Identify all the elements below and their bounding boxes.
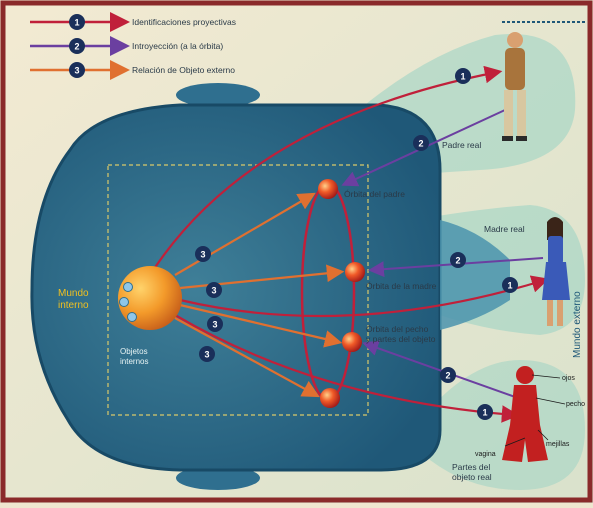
body-part-breast: pecho (566, 401, 585, 408)
body-part-cheeks: mejillas (546, 441, 570, 448)
father-label: Padre real (442, 140, 481, 150)
inner-world-sphere (118, 266, 182, 330)
head-ear-top (176, 83, 260, 107)
legend-label-projective: Identificaciones proyectivas (132, 17, 236, 27)
internal-objects-label-2: internos (120, 357, 148, 366)
internal-object-dot (120, 298, 129, 307)
legend-badge-2-text: 2 (74, 42, 79, 52)
badge-1-father-text: 1 (460, 72, 465, 82)
body-part-eyes: ojos (562, 375, 575, 382)
legend-label-relation: Relación de Objeto externo (132, 65, 235, 75)
orbit-father-label: Órbita del padre (344, 189, 405, 199)
orbit-parts-label: Órbita del pecho (366, 324, 429, 334)
internal-object-dot (124, 283, 133, 292)
badge-3-a-text: 3 (200, 250, 205, 260)
legend-label-introjection: Introyección (a la órbita) (132, 41, 223, 51)
badge-3-b-text: 3 (211, 286, 216, 296)
orbit-sphere-father (318, 179, 338, 199)
legend-badge-1-text: 1 (74, 18, 79, 28)
inner-world-label-2: interno (58, 300, 89, 311)
inner-world-label: Mundo (58, 288, 89, 299)
body-part-vagina: vagina (475, 451, 496, 458)
parts-label: Partes del (452, 462, 490, 472)
badge-2-father-text: 2 (418, 139, 423, 149)
orbit-sphere-parts (342, 332, 362, 352)
orbit-mother-label: Órbita de la madre (366, 281, 437, 291)
orbit-parts-label-2: y partes del objeto (366, 334, 436, 344)
badge-1-parts-text: 1 (482, 408, 487, 418)
internal-objects-label: Objetos (120, 347, 148, 356)
mother-label: Madre real (484, 224, 525, 234)
badge-1-mother-text: 1 (507, 281, 512, 291)
legend-badge-3-text: 3 (74, 66, 79, 76)
parts-label-2: objeto real (452, 472, 492, 482)
badge-3-d-text: 3 (204, 350, 209, 360)
external-world-label: Mundo externo (572, 291, 583, 358)
badge-2-parts-text: 2 (445, 371, 450, 381)
orbit-sphere-bottom (320, 388, 340, 408)
orbit-sphere-mother (345, 262, 365, 282)
badge-2-mother-text: 2 (455, 256, 460, 266)
internal-object-dot (128, 313, 137, 322)
badge-3-c-text: 3 (212, 320, 217, 330)
